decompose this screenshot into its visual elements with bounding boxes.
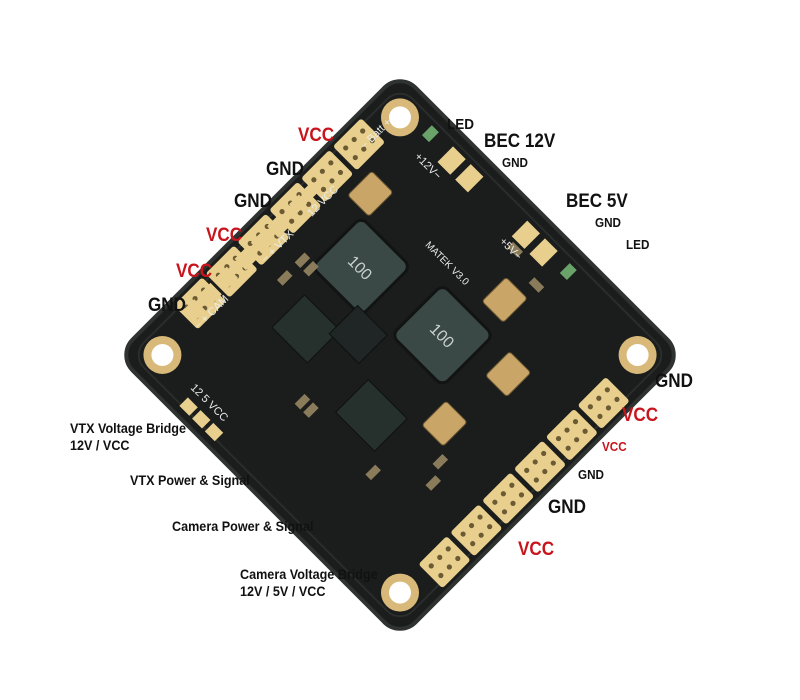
- label-left-pad-5: VCC: [176, 261, 213, 282]
- label-left-pad-2: GND: [266, 159, 305, 180]
- mounting-hole-bottom: [381, 573, 419, 612]
- regulator-chip-12v: [271, 294, 341, 364]
- label-right-pad-2: VCC: [622, 405, 659, 426]
- label-vtx-voltage-bridge: VTX Voltage Bridge 12V / VCC: [70, 420, 186, 454]
- label-camera-voltage-bridge-title: Camera Voltage Bridge: [240, 566, 378, 582]
- esc-pad-5: [451, 505, 502, 556]
- label-camera-voltage-bridge: Camera Voltage Bridge 12V / 5V / VCC: [240, 566, 378, 600]
- battery-pad-1: [334, 119, 384, 170]
- label-camera-power-signal: Camera Power & Signal: [172, 518, 314, 534]
- esc-pad-row: [419, 378, 629, 588]
- capacitor-5v-a: [482, 277, 527, 322]
- label-right-pad-6: VCC: [518, 539, 555, 560]
- esc-pad-2: [546, 409, 597, 460]
- regulator-chip-5v: [334, 379, 408, 452]
- esc-pad-4: [483, 473, 534, 524]
- mounting-hole-top: [381, 98, 419, 137]
- label-led-right: LED: [626, 237, 650, 252]
- label-led-top: LED: [447, 116, 474, 133]
- label-gnd-12v: GND: [502, 155, 529, 170]
- bec-5v-pads: [511, 220, 577, 281]
- label-camera-voltage-bridge-options: 12V / 5V / VCC: [240, 583, 326, 599]
- label-left-pad-1: VCC: [298, 125, 335, 146]
- label-left-pad-4: VCC: [206, 225, 243, 246]
- label-right-pad-3: VCC: [602, 439, 627, 454]
- inductor-5v: 100: [393, 286, 492, 385]
- capacitor-5v-b: [486, 352, 531, 396]
- esc-pad-3: [515, 441, 565, 492]
- label-right-pad-5: GND: [548, 497, 587, 518]
- label-bec-12v: BEC 12V: [484, 131, 556, 152]
- mounting-hole-left: [143, 336, 182, 374]
- pcb-board: [124, 79, 676, 631]
- label-right-pad-4: GND: [578, 467, 605, 482]
- voltage-bridge-pads: [179, 181, 321, 442]
- label-vtx-voltage-bridge-options: 12V / VCC: [70, 437, 130, 453]
- bec-12v-pads: [421, 125, 484, 193]
- capacitor-5v-c: [422, 401, 467, 446]
- label-gnd-5v: GND: [595, 215, 622, 230]
- mounting-hole-right: [618, 336, 657, 374]
- vtx-cam-pads: [181, 213, 292, 324]
- label-vtx-power-signal: VTX Power & Signal: [130, 472, 250, 488]
- label-left-pad-6: GND: [148, 295, 187, 316]
- label-vtx-voltage-bridge-title: VTX Voltage Bridge: [70, 420, 186, 436]
- smd-passives: [276, 241, 545, 491]
- inductor-12v: 100: [313, 218, 409, 315]
- label-right-pad-1: GND: [655, 371, 694, 392]
- mosfet-chip: [328, 304, 388, 365]
- esc-pad-6: [419, 537, 470, 588]
- capacitor-12v: [348, 171, 393, 216]
- label-bec-5v: BEC 5V: [566, 191, 628, 212]
- label-left-pad-3: GND: [234, 191, 273, 212]
- esc-pad-1: [578, 378, 629, 429]
